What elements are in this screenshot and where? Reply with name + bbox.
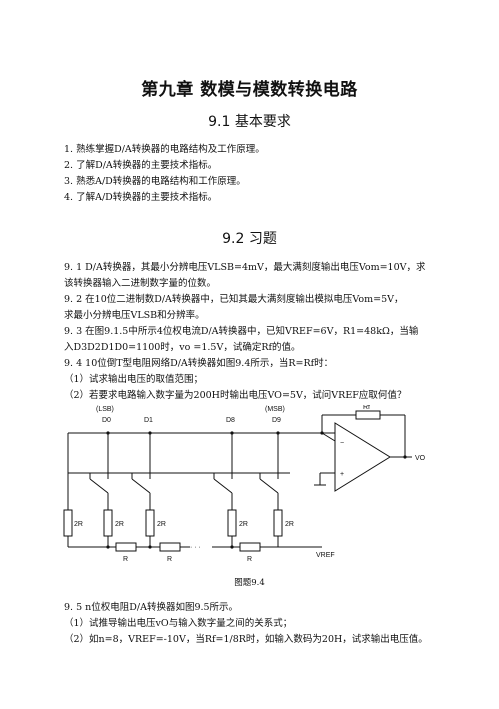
problem-9-5-sub1: （1）试推导输出电压vO与输入数字量之间的关系式； bbox=[64, 618, 293, 629]
requirement-item: 1. 熟练掌握D/A转换器的电路结构及工作原理。 bbox=[64, 144, 265, 155]
requirement-item: 4. 了解A/D转换器的主要技术指标。 bbox=[64, 192, 218, 203]
problem-9-1-line1: 9. 1 D/A转换器，其最小分辨电压VLSB=4mV，最大满刻度输出电压Vom… bbox=[64, 262, 426, 273]
d0-label: D0 bbox=[102, 417, 111, 424]
problem-9-1-line2: 该转换器输入二进制数字量的位数。 bbox=[64, 278, 217, 289]
opamp-plus: + bbox=[340, 471, 344, 478]
dots-middle: · · · bbox=[180, 470, 191, 477]
figure-caption: 图题9.4 bbox=[234, 578, 265, 588]
problem-9-2-line2: 求最小分辨电压VLSB和分辨率。 bbox=[64, 310, 205, 321]
2r-label: 2R bbox=[74, 521, 83, 528]
requirement-item: 3. 熟悉A/D转换器的电路结构和工作原理。 bbox=[64, 176, 246, 187]
2r-label: 2R bbox=[157, 521, 166, 528]
2r-label: 2R bbox=[115, 521, 124, 528]
2r-label: 2R bbox=[285, 521, 294, 528]
problem-9-4-sub2: （2）若要求电路输入数字量为200H时输出电压VO=5V，试问VREF应取何值？ bbox=[64, 390, 407, 401]
problem-9-3-line2: 入D3D2D1D0=1100时，vo =1.5V，试确定Rf的值。 bbox=[64, 342, 301, 353]
section-heading-requirements: 9.1 基本要求 bbox=[208, 114, 291, 130]
rf-label: Rf bbox=[363, 405, 370, 411]
d8-label: D8 bbox=[226, 417, 235, 424]
dots-bottom: · · · bbox=[190, 544, 201, 551]
problem-9-5-line1: 9. 5 n位权电阻D/A转换器如图9.5所示。 bbox=[64, 602, 239, 613]
problem-9-5-sub2: （2）如n=8，VREF=-10V，当Rf=1/8R时，如输入数码为20H，试求… bbox=[64, 634, 428, 645]
dots-top: · · · bbox=[180, 430, 191, 437]
chapter-title: 第九章 数模与模数转换电路 bbox=[141, 80, 358, 100]
r-label: R bbox=[123, 556, 128, 563]
msb-label: (MSB) bbox=[265, 406, 285, 413]
section-heading-exercises: 9.2 习题 bbox=[222, 231, 277, 247]
r-label: R bbox=[167, 556, 172, 563]
problem-9-4-sub1: （1）试求输出电压的取值范围； bbox=[64, 374, 204, 385]
problem-9-4-line1: 9. 4 10位倒T型电阻网络D/A转换器如图9.4所示，当R=Rf时： bbox=[64, 358, 334, 369]
problem-9-2-line1: 9. 2 在10位二进制数D/A转换器中，已知其最大满刻度输出模拟电压Vom=5… bbox=[64, 294, 404, 305]
r-label: R bbox=[247, 556, 252, 563]
problem-9-3-line1: 9. 3 在图9.1.5中所示4位权电流D/A转换器中，已知VREF=6V，R1… bbox=[64, 326, 419, 337]
2r-label: 2R bbox=[239, 521, 248, 528]
circuit-diagram: (LSB) (MSB) D0 D1 D8 D9 Rf 2R 2R 2R 2R 2… bbox=[63, 405, 426, 563]
vo-label: VO bbox=[415, 455, 426, 462]
requirement-item: 2. 了解D/A转换器的主要技术指标。 bbox=[64, 160, 218, 171]
d1-label: D1 bbox=[144, 417, 153, 424]
d9-label: D9 bbox=[272, 417, 281, 424]
vref-label: VREF bbox=[316, 552, 335, 559]
lsb-label: (LSB) bbox=[96, 406, 114, 413]
opamp-minus: − bbox=[340, 440, 344, 447]
